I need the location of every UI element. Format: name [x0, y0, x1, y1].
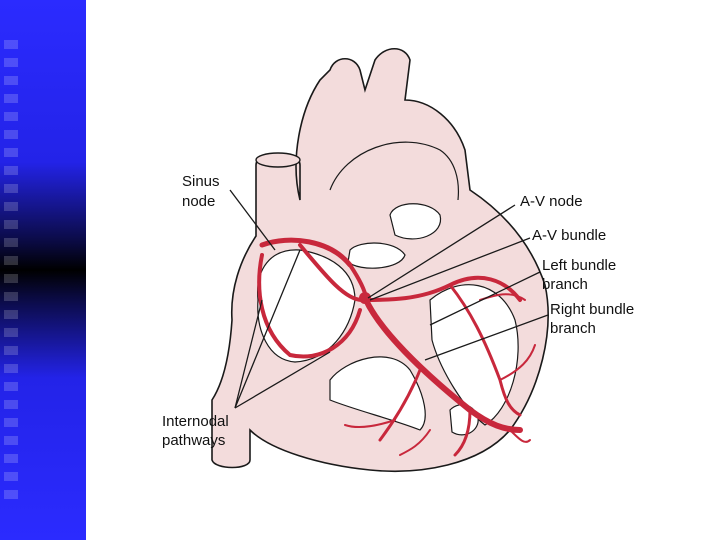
label-sinus-line2: node: [182, 193, 215, 210]
label-right-branch-line1: Right bundle: [550, 301, 634, 318]
label-av-bundle: A-V bundle: [532, 227, 606, 244]
label-av-node: A-V node: [520, 193, 583, 210]
label-internodal-line2: pathways: [162, 432, 225, 449]
side-squares-decoration: [4, 40, 18, 500]
aortic-arch: [329, 141, 460, 201]
label-sinus-line1: Sinus: [182, 173, 220, 190]
label-left-branch-line1: Left bundle: [542, 257, 616, 274]
valve-upper-2: [347, 242, 406, 269]
side-band: [0, 0, 86, 540]
leader-lines: [229, 189, 549, 409]
label-right-branch-line2: branch: [550, 320, 596, 337]
label-internodal-line1: Internodal: [162, 413, 229, 430]
label-left-branch-line2: branch: [542, 276, 588, 293]
valve-upper-1: [389, 203, 442, 240]
vena-cava-top: [255, 152, 301, 168]
left-ventricle: [429, 284, 519, 426]
av-node-mark: [359, 292, 371, 304]
right-ventricle: [329, 356, 426, 431]
